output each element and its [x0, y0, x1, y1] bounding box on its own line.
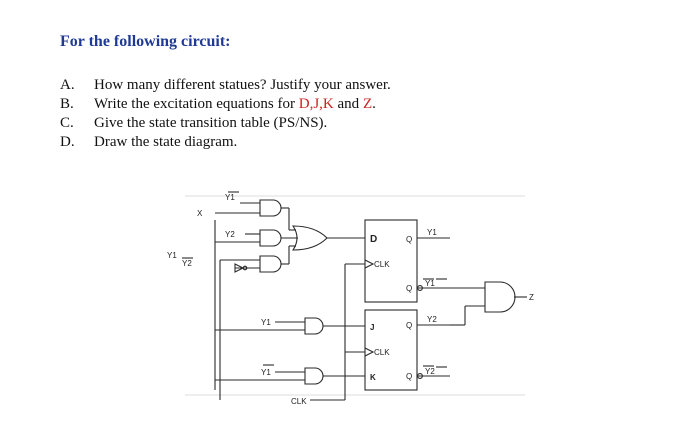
question-letter: A. [60, 77, 75, 93]
ff1-clk-label: CLK [374, 260, 390, 269]
page-title: For the following circuit: [60, 33, 231, 50]
d-flip-flop [364, 219, 418, 303]
question-a: A. How many different statues? Justify yo… [60, 76, 391, 95]
ff2-out-y2: Y2 [427, 315, 437, 324]
question-letter: B. [60, 96, 74, 112]
ff2-out-y2bar: Y2 [425, 367, 435, 376]
question-letter: C. [60, 115, 74, 131]
and-gate-z [484, 281, 516, 313]
or-gate-d [291, 225, 328, 251]
and-gate-3 [259, 255, 282, 273]
and-gate-1 [259, 199, 282, 217]
label-y1bar-lower: Y1 [261, 368, 271, 377]
question-text: Give the state transition table (PS/NS). [94, 115, 328, 131]
question-text: How many different statues? Justify your… [94, 77, 391, 93]
question-list: A. How many different statues? Justify yo… [60, 76, 391, 152]
highlight-djk: D,J,K [298, 96, 334, 112]
question-letter: D. [60, 134, 75, 150]
ff1-d-label: D [370, 234, 377, 245]
question-b: B. Write the excitation equations for D,J… [60, 95, 391, 114]
ff2-j-label: J [370, 323, 374, 332]
circuit-diagram: X Y1 Y2 Y1 Y2 Y1 Y1 CLK D CLK Q Q Y1 Y1 … [167, 191, 534, 405]
label-x: X [197, 209, 203, 218]
label-y2: Y2 [225, 230, 235, 239]
ff2-qbar-label: Q [406, 372, 412, 381]
ff1-out-y1bar: Y1 [425, 279, 435, 288]
label-y2bar: Y2 [182, 259, 192, 268]
and-gate-j [304, 317, 324, 335]
label-y1-input: Y1 [167, 251, 177, 260]
label-y1bar-upper: Y1 [225, 193, 235, 202]
ff2-q-label: Q [406, 321, 412, 330]
question-text-mid: and [333, 96, 363, 112]
question-d: D. Draw the state diagram. [60, 133, 391, 152]
question-text: Write the excitation equations for [94, 96, 299, 112]
and-gate-2 [259, 229, 282, 247]
ff1-qbar-label: Q [406, 284, 412, 293]
ff2-clk-label: CLK [374, 348, 390, 357]
question-c: C. Give the state transition table (PS/NS… [60, 114, 391, 133]
ff1-q-label: Q [406, 235, 412, 244]
question-text: Draw the state diagram. [94, 134, 238, 150]
jk-flip-flop [364, 309, 418, 391]
ff1-out-y1: Y1 [427, 228, 437, 237]
question-text-end: . [372, 96, 376, 112]
ff2-k-label: K [370, 373, 376, 382]
highlight-z: Z [362, 96, 373, 112]
label-clk: CLK [291, 397, 307, 405]
label-y1-lower: Y1 [261, 318, 271, 327]
output-z-label: Z [529, 293, 534, 302]
and-gate-k [304, 367, 324, 385]
